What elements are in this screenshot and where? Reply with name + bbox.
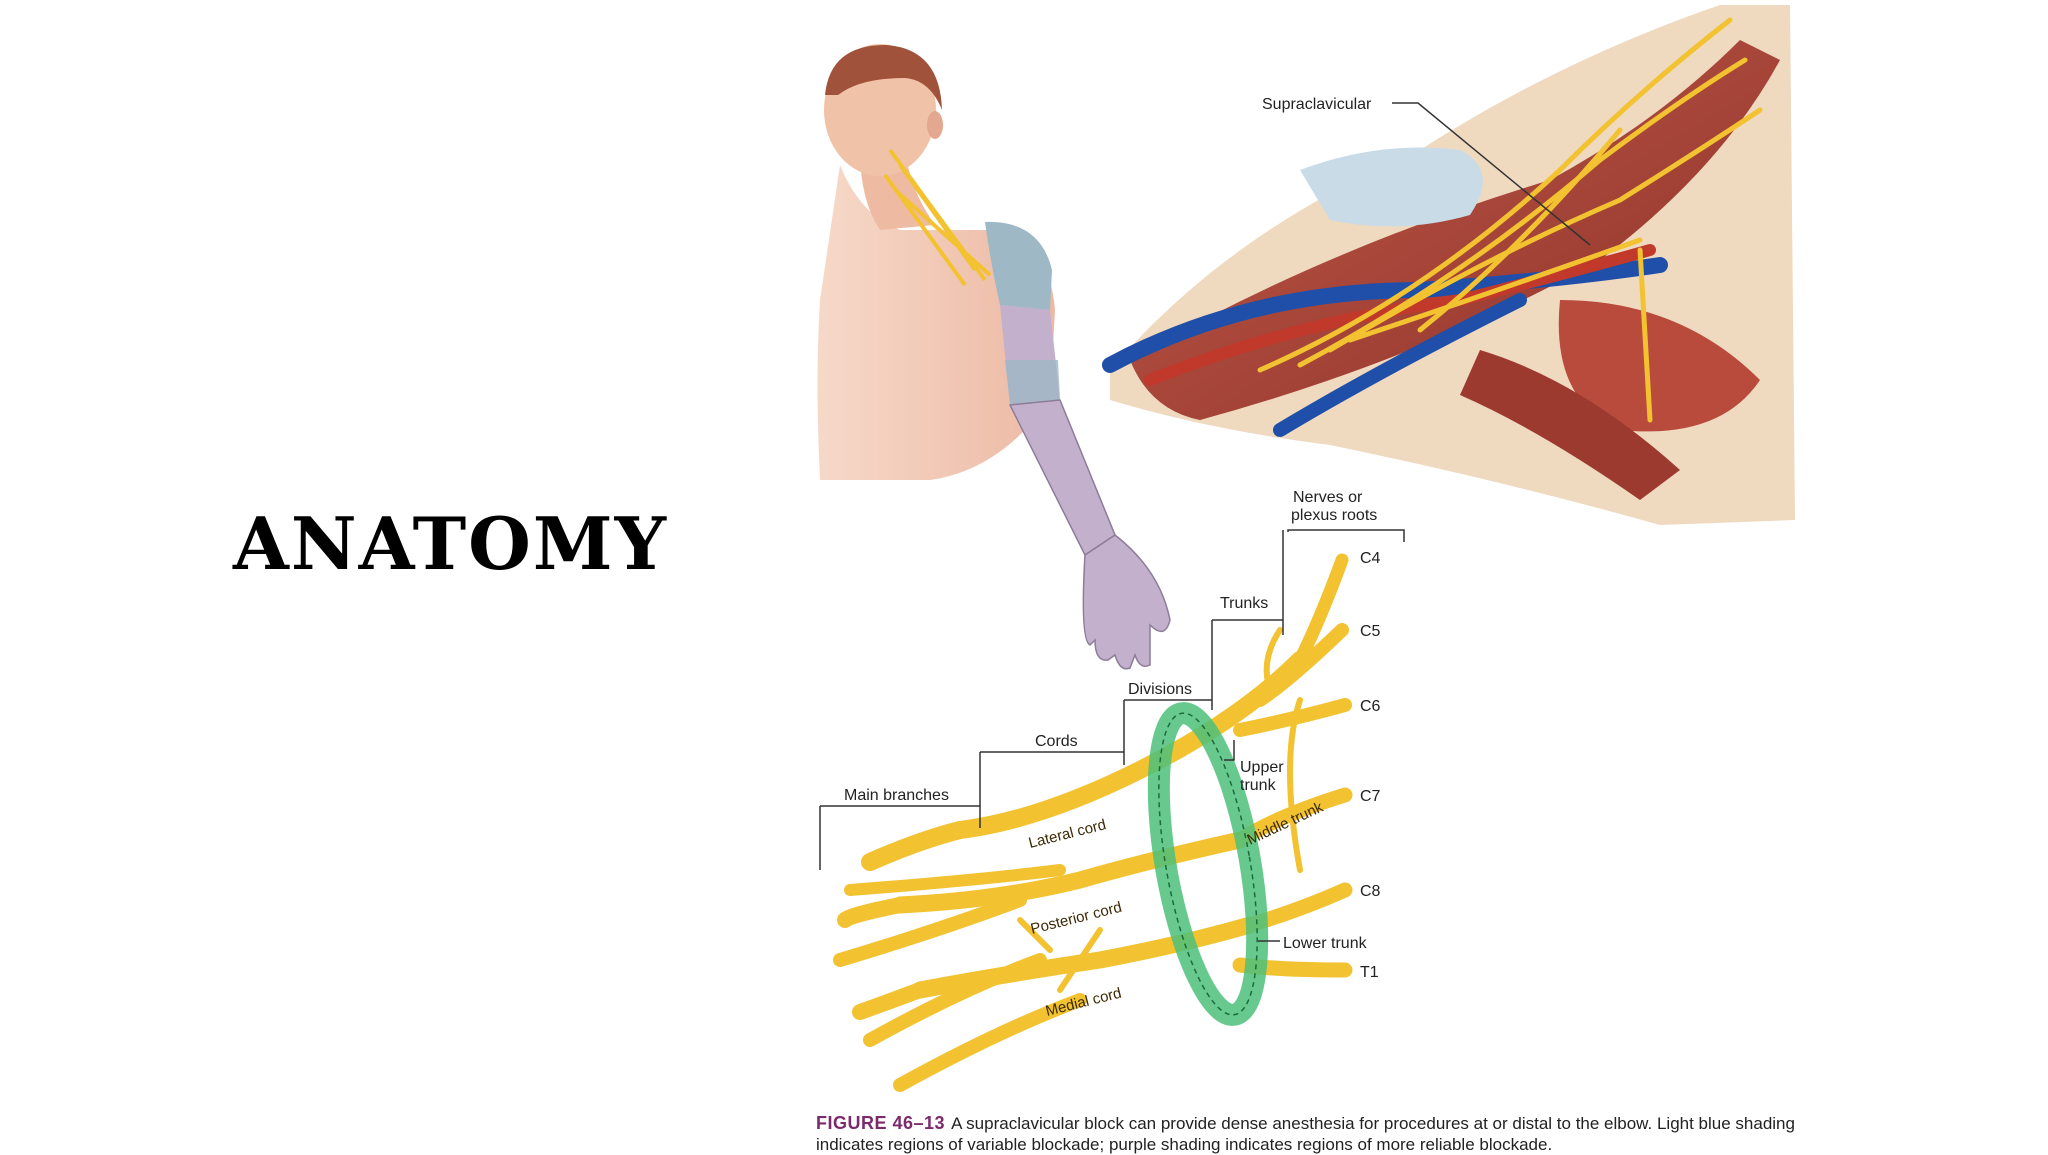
figure-number: FIGURE 46–13 — [816, 1113, 946, 1133]
clavicle-cartilage — [1300, 147, 1483, 227]
upper-trunk — [951, 651, 1309, 839]
nerves-roots-label-1: Nerves or — [1293, 489, 1363, 506]
figure-caption-text: A supraclavicular block can provide dens… — [816, 1114, 1795, 1154]
lower-trunk-label: Lower trunk — [1283, 935, 1368, 952]
branch-7 — [1057, 927, 1103, 993]
root-label-c5: C5 — [1360, 623, 1381, 640]
medial-cord — [852, 982, 928, 1020]
lower-trunk-nerve — [911, 916, 1259, 999]
block-ring-dashed — [1158, 712, 1258, 1016]
divisions-label: Divisions — [1128, 681, 1192, 698]
upper-trunk-label-2: trunk — [1240, 777, 1277, 794]
nerves-roots-label-2: plexus roots — [1291, 507, 1377, 524]
cords-label: Cords — [1035, 733, 1078, 750]
branch-3 — [893, 993, 1087, 1092]
lateral-cord-label: Lateral cord — [1027, 816, 1108, 852]
plexus-on-neck — [883, 148, 992, 287]
slide-title: ANATOMY — [233, 501, 668, 586]
muscle-band — [1130, 40, 1780, 420]
branch-4 — [844, 864, 1066, 896]
branch-2 — [863, 953, 1047, 1047]
lateral-cord — [861, 821, 969, 871]
root-label-c4: C4 — [1360, 550, 1381, 567]
level-leaders — [819, 529, 1405, 942]
root-c6 — [1233, 698, 1352, 737]
upper-trunk-label-1: Upper — [1240, 759, 1284, 776]
supraclavicular-leader — [1392, 102, 1591, 246]
brachial-plexus-dissection — [1257, 17, 1763, 423]
hand — [1082, 534, 1171, 670]
plexus-schematic — [833, 553, 1353, 1092]
upper-arm-variable — [1005, 360, 1060, 405]
deltoid — [1558, 300, 1760, 432]
branch-6 — [1263, 627, 1283, 693]
supraclavicular-label: Supraclavicular — [1262, 96, 1372, 113]
patient-figure — [817, 44, 1171, 670]
pectoral — [1460, 350, 1680, 500]
hair — [825, 45, 942, 110]
middle-trunk — [891, 831, 1249, 914]
shoulder-dissection — [1102, 5, 1795, 525]
main-branches-label: Main branches — [844, 787, 949, 804]
ear — [927, 111, 943, 139]
vein-branch — [1273, 293, 1527, 437]
posterior-cord-label: Posterior cord — [1029, 899, 1124, 938]
trunks-label: Trunks — [1220, 595, 1268, 612]
variable-blockade-shoulder — [985, 221, 1052, 310]
branch-8 — [1017, 917, 1053, 953]
root-label-c7: C7 — [1360, 788, 1381, 805]
root-label-c6: C6 — [1360, 698, 1381, 715]
root-label-c8: C8 — [1360, 883, 1381, 900]
forearm — [1008, 399, 1116, 557]
branch-1 — [833, 893, 1027, 967]
root-c4 — [1293, 553, 1349, 667]
branch-5 — [1287, 697, 1303, 873]
root-label-t1: T1 — [1360, 964, 1379, 981]
posterior-cord — [837, 897, 908, 928]
medial-cord-label: Medial cord — [1044, 985, 1123, 1020]
